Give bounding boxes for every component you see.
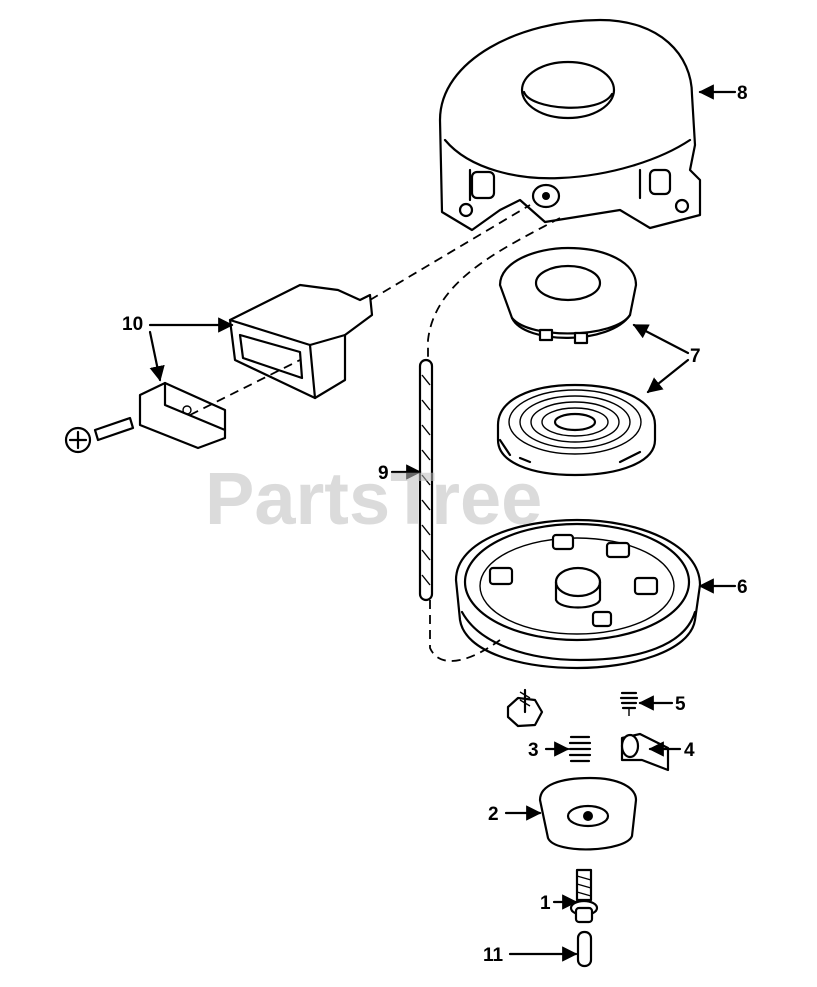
- pulley: [454, 518, 702, 670]
- watermark-text: PartsTree: [205, 457, 542, 540]
- callout-arrows: [148, 84, 737, 962]
- callout-5: 5: [675, 694, 686, 715]
- hex-nut: [506, 688, 544, 728]
- callout-3: 3: [528, 740, 539, 761]
- callout-7: 7: [690, 346, 701, 367]
- assembly-guide-lines: [189, 204, 561, 662]
- shoulder-screw: [569, 868, 599, 924]
- spring-small: [619, 691, 639, 716]
- callout-2: 2: [488, 804, 499, 825]
- callout-9: 9: [378, 463, 389, 484]
- callout-10: 10: [122, 314, 143, 335]
- callout-8: 8: [737, 83, 748, 104]
- callout-11: 11: [483, 945, 504, 966]
- retainer-pin: [576, 930, 593, 968]
- recoil-spring-assembly: [496, 246, 657, 477]
- callout-1: 1: [540, 893, 551, 914]
- callout-6: 6: [737, 577, 748, 598]
- starter-rope: [418, 358, 434, 602]
- starter-housing: [438, 18, 702, 232]
- callout-4: 4: [684, 740, 695, 761]
- starter-handle: [64, 283, 374, 454]
- spring-medium: [568, 735, 592, 763]
- retainer-cup: [538, 776, 638, 851]
- pawl: [620, 732, 670, 772]
- callout-labels: 8 7 10 9 6 5 4 3 2 1 11: [122, 83, 748, 966]
